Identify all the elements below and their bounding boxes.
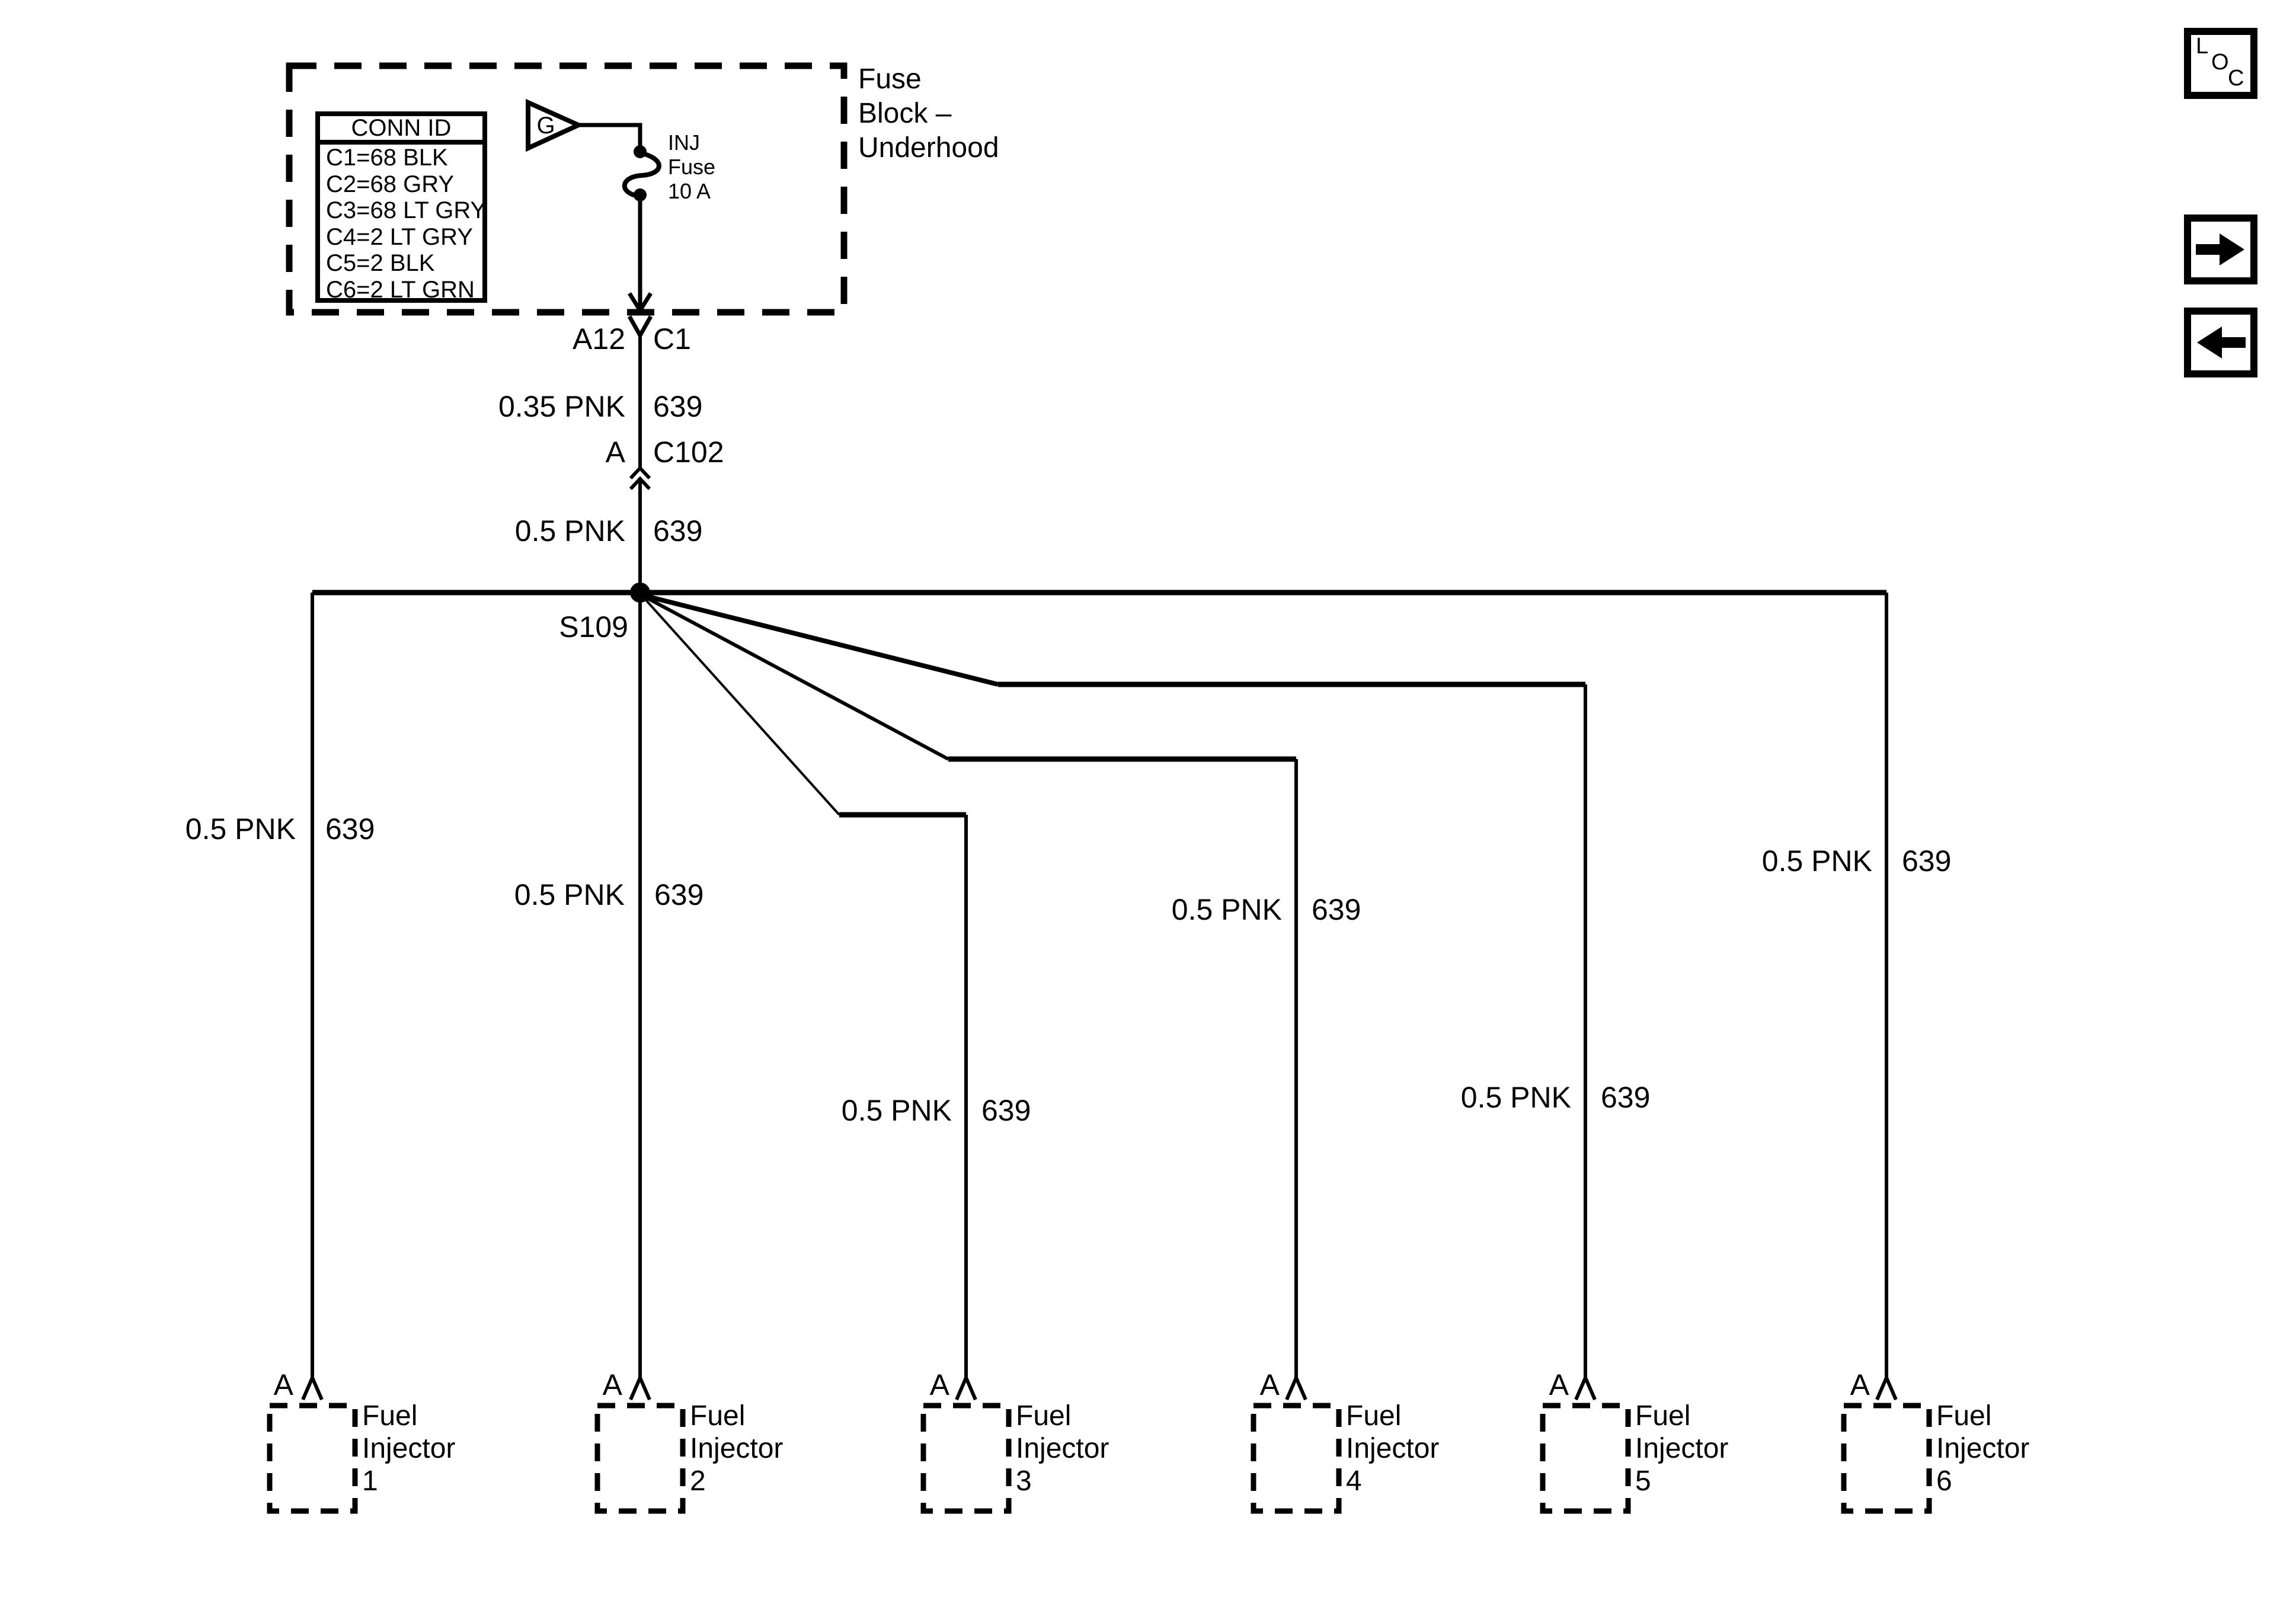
branch-2-circuit-label: 639 [654,878,704,911]
prev-page-button[interactable] [2184,308,2257,377]
loc-letter-l: L [2196,34,2209,59]
connector-c102-symbol [629,465,651,593]
injector-1-pin-label: A [273,1368,293,1401]
fuse-symbol [622,145,661,307]
branch-2-size-label: 0.5 PNK [514,878,625,911]
wire2-circuit-label: 639 [653,514,703,548]
injector-3-name-line3: 3 [1016,1465,1032,1497]
injector-5-name-line2: Injector [1635,1433,1729,1464]
splice-label: S109 [559,610,628,644]
branch-horizontal-wires [839,681,1585,818]
injector-2-name-line3: 2 [690,1465,706,1497]
injector-2-name-label: Fuel Injector 2 [690,1400,783,1497]
injector-5-pin-label: A [1549,1368,1569,1401]
injector-1-name-line1: Fuel [362,1400,418,1432]
fuse-block-label: Fuse Block – Underhood [858,62,999,165]
branch-4-size-label: 0.5 PNK [1171,893,1282,926]
splice-branch-diagonals [640,593,999,816]
conn-id-table-header: CONN ID [320,116,482,145]
conn-id-row: C6=2 LT GRN [326,276,475,303]
injector-3-name-line1: Fuel [1016,1400,1072,1432]
conn-id-table: CONN ID C1=68 BLK C2=68 GRY C3=68 LT GRY… [315,111,487,303]
branch-3-size-label: 0.5 PNK [841,1094,952,1127]
injector-5-name-line3: 5 [1635,1465,1651,1497]
conn-id-row: C3=68 LT GRY [326,197,487,223]
loc-letter-o: O [2211,50,2229,75]
injector-1-name-line2: Injector [362,1433,456,1464]
connector-c1-symbol [627,292,653,468]
injector-5-name-label: Fuel Injector 5 [1635,1400,1728,1497]
fuse-name-line1: INJ [668,130,700,155]
conn-id-row: C1=68 BLK [326,145,448,171]
wire1-size-label: 0.35 PNK [498,390,625,423]
next-page-button[interactable] [2184,215,2257,284]
fuse-block-label-line1: Fuse [858,63,922,95]
fuse-name-line3: 10 A [668,179,711,203]
injector-4-name-line2: Injector [1346,1433,1440,1464]
c102-name-label: C102 [653,436,724,469]
c1-pin-label: A12 [573,322,625,356]
branch-vertical-wires [311,593,1888,1378]
injector-3-name-line2: Injector [1016,1433,1109,1464]
fuse-block-label-line2: Block – [858,98,952,129]
loc-letter-c: C [2228,66,2244,91]
fuse-block-dashed-outline [286,62,848,316]
injector-5-name-line1: Fuel [1635,1400,1691,1432]
injector-dashed-boxes [267,1403,1932,1514]
c1-name-label: C1 [653,322,691,356]
injector-1-name-line3: 1 [362,1465,378,1497]
fuse-block-label-line3: Underhood [858,132,999,164]
c102-pin-label: A [605,436,625,469]
injector-1-name-label: Fuel Injector 1 [362,1400,455,1497]
injector-6-name-line1: Fuel [1936,1400,1992,1432]
injector-4-name-label: Fuel Injector 4 [1346,1400,1439,1497]
injector-4-name-line1: Fuel [1346,1400,1402,1432]
fuse-name-label: INJ Fuse 10 A [668,130,715,203]
branch-3-circuit-label: 639 [981,1094,1031,1127]
injector-2-name-line1: Fuel [690,1400,746,1432]
branch-4-circuit-label: 639 [1312,893,1361,926]
injector-6-name-line2: Injector [1936,1433,2030,1464]
branch-5-circuit-label: 639 [1601,1081,1651,1114]
injector-3-pin-label: A [929,1368,949,1401]
injector-6-pin-label: A [1850,1368,1870,1401]
power-feed-triangle-symbol [526,98,642,152]
branch-1-size-label: 0.5 PNK [185,812,296,846]
injector-4-pin-label: A [1259,1368,1280,1401]
wire1-circuit-label: 639 [653,390,703,423]
loc-button[interactable]: L O C [2184,28,2257,99]
fuse-name-line2: Fuse [668,155,716,179]
conn-id-row: C2=68 GRY [326,171,455,197]
injector-connector-forks [301,1373,1898,1401]
injector-6-name-line3: 6 [1936,1465,1952,1497]
left-arrow-icon [2197,327,2246,359]
wire2-size-label: 0.5 PNK [514,514,625,548]
power-feed-letter: G [536,113,555,139]
injector-3-name-label: Fuel Injector 3 [1016,1400,1109,1497]
conn-id-row: C5=2 BLK [326,250,435,276]
right-arrow-icon [2196,233,2244,265]
branch-6-size-label: 0.5 PNK [1761,844,1872,878]
branch-6-circuit-label: 639 [1902,844,1952,878]
conn-id-row: C4=2 LT GRY [326,223,473,250]
injector-6-name-label: Fuel Injector 6 [1936,1400,2029,1497]
branch-1-circuit-label: 639 [325,812,375,846]
injector-4-name-line3: 4 [1346,1465,1362,1497]
injector-2-pin-label: A [602,1368,622,1401]
branch-5-size-label: 0.5 PNK [1460,1081,1571,1114]
splice-s109 [312,582,1886,603]
injector-2-name-line2: Injector [690,1433,784,1464]
